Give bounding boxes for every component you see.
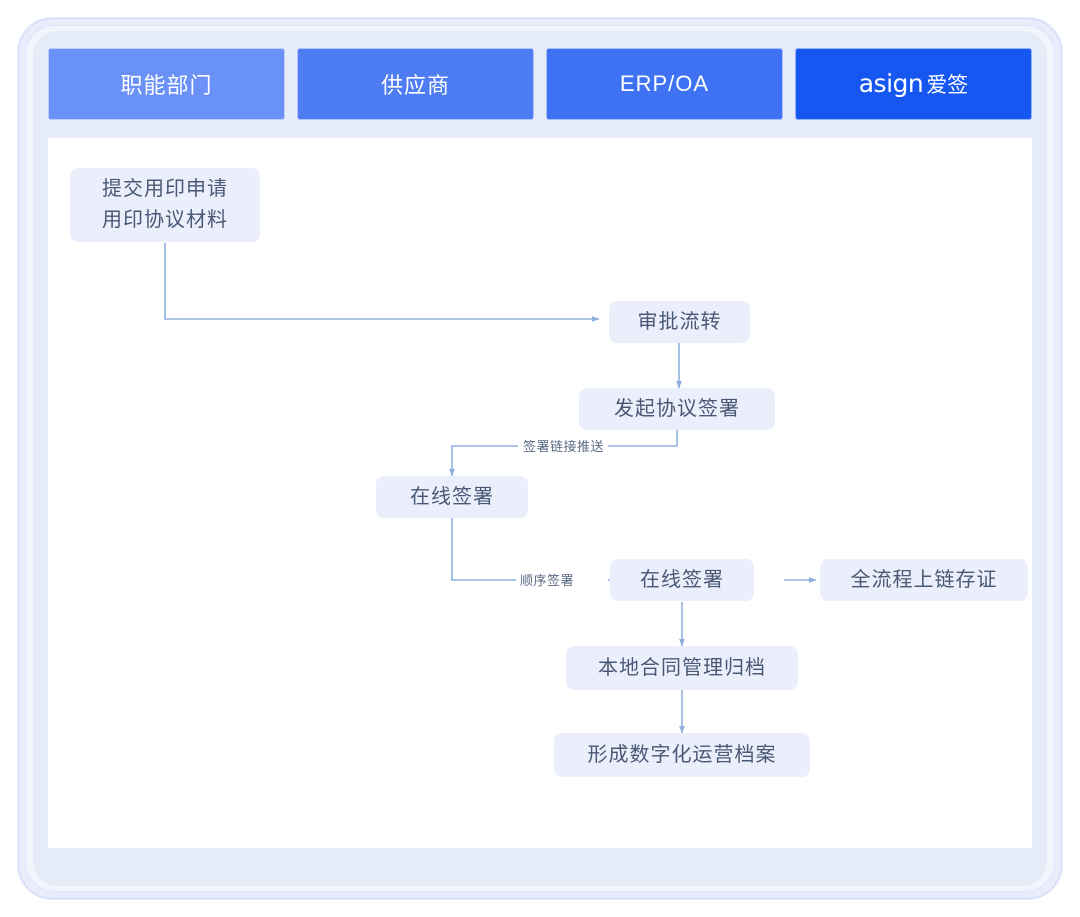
tab-erp-oa[interactable]: ERP/OA — [546, 48, 783, 120]
connector-layer — [164, 243, 817, 734]
asign-logo-latin: asign — [858, 69, 924, 98]
node-label: 在线签署 — [410, 485, 494, 508]
tab-functional-department[interactable]: 职能部门 — [48, 48, 285, 120]
edge-label-sign-link-push: 签署链接推送 — [519, 436, 609, 455]
node-initiate-signing[interactable]: 发起协议签署 — [579, 388, 775, 430]
node-approval-flow[interactable]: 审批流转 — [609, 301, 750, 343]
lane-header-tabs: 职能部门 供应商 ERP/OA asign 爱签 — [48, 48, 1032, 120]
edge-label-text: 顺序签署 — [520, 573, 575, 588]
node-label: 本地合同管理归档 — [598, 656, 766, 679]
tab-label: ERP/OA — [619, 71, 710, 96]
edge-sign1-sign2-a — [451, 518, 516, 581]
asign-logo-cn: 爱签 — [926, 74, 969, 97]
edge-submit-approval — [164, 243, 600, 323]
node-submit-seal-application[interactable]: 提交用印申请 用印协议材料 — [70, 168, 260, 242]
tab-label: 供应商 — [380, 73, 450, 98]
tab-supplier[interactable]: 供应商 — [297, 48, 534, 120]
node-online-signing-supplier[interactable]: 在线签署 — [376, 476, 528, 518]
asign-logo: asign 爱签 — [859, 69, 969, 99]
tab-label: 职能部门 — [120, 73, 213, 98]
node-label: 在线签署 — [640, 568, 724, 591]
edge-label-text: 签署链接推送 — [523, 439, 605, 454]
tab-asign[interactable]: asign 爱签 — [795, 48, 1032, 120]
edge-label-sequential-signing: 顺序签署 — [516, 570, 579, 589]
node-digital-operation-archive[interactable]: 形成数字化运营档案 — [554, 733, 810, 777]
node-label: 全流程上链存证 — [850, 568, 998, 591]
node-label: 提交用印申请 用印协议材料 — [102, 178, 228, 231]
node-online-signing-erp[interactable]: 在线签署 — [610, 559, 754, 601]
node-blockchain-evidence[interactable]: 全流程上链存证 — [820, 559, 1028, 601]
node-label: 形成数字化运营档案 — [587, 743, 777, 766]
node-label: 审批流转 — [637, 310, 722, 333]
node-label: 发起协议签署 — [614, 397, 740, 420]
edge-initiate-sign1-b — [448, 445, 518, 477]
node-local-contract-archive[interactable]: 本地合同管理归档 — [566, 646, 798, 690]
flow-canvas: 提交用印申请 用印协议材料 审批流转 发起协议签署 在线签署 在线签署 全流程上… — [48, 138, 1032, 848]
